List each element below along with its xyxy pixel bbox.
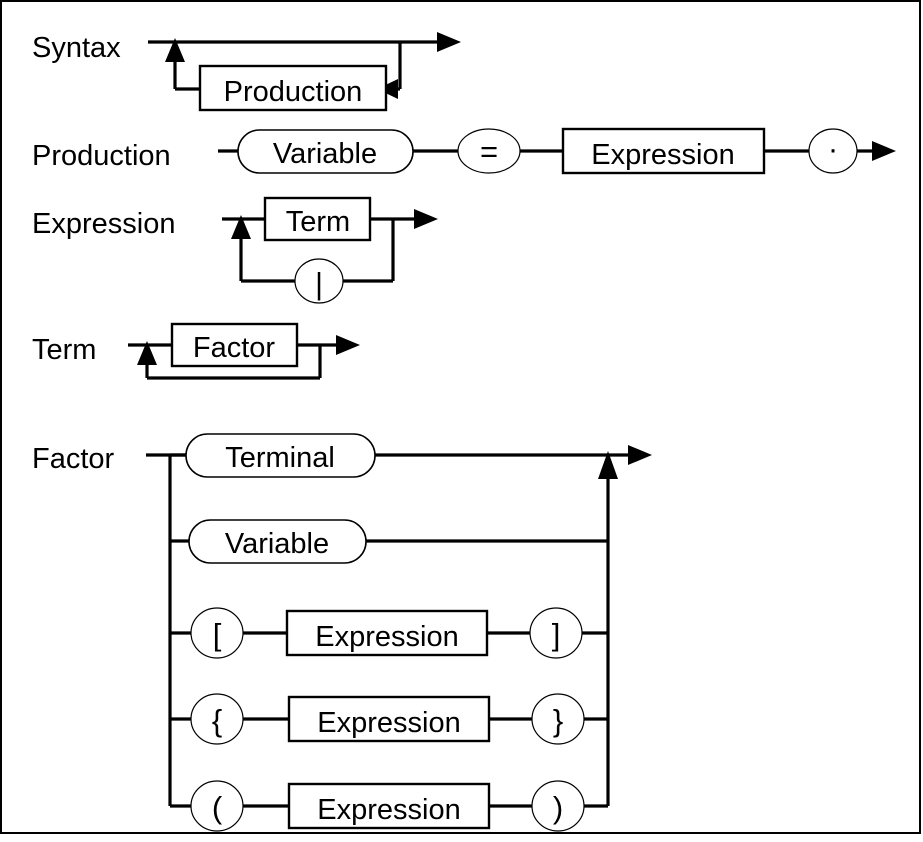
node-expression-bar-label: | bbox=[315, 266, 323, 301]
node-expression-bar-oval[interactable] bbox=[294, 258, 344, 304]
node-term-factor-label: Factor bbox=[193, 332, 276, 364]
node-term-factor-box[interactable] bbox=[170, 322, 299, 368]
factor-alt-variable: Variable bbox=[170, 519, 608, 564]
node-syntax-production-label: Production bbox=[224, 76, 363, 108]
factor-alt-option: [ Expression ] bbox=[170, 607, 608, 659]
expression-exit-arrowhead bbox=[414, 209, 438, 229]
node-factor-rbracket-label: ] bbox=[552, 617, 561, 652]
node-factor-rparen-label: ) bbox=[553, 790, 563, 825]
production-exit-arrowhead bbox=[872, 141, 896, 161]
node-expression-term-box[interactable] bbox=[263, 196, 372, 242]
factor-alt-terminal: Terminal bbox=[170, 433, 608, 478]
rule-factor: Factor Terminal Variable bbox=[32, 433, 652, 832]
rule-label-factor: Factor bbox=[32, 443, 115, 475]
rule-expression: Expression Term | bbox=[32, 196, 438, 304]
node-production-period-label: · bbox=[828, 131, 838, 166]
rule-term: Term Factor bbox=[32, 322, 360, 380]
syntax-loop-arrowhead-up bbox=[165, 38, 185, 62]
node-syntax-production-box[interactable] bbox=[198, 64, 388, 112]
node-production-equals-label: = bbox=[480, 134, 498, 169]
rule-production: Production Variable = Expression · bbox=[32, 127, 896, 175]
node-factor-terminal-label: Terminal bbox=[225, 442, 335, 474]
node-factor-group-expression-box[interactable] bbox=[287, 782, 491, 830]
rule-label-syntax: Syntax bbox=[32, 32, 121, 64]
rule-syntax: Syntax Production bbox=[32, 32, 461, 112]
factor-alt-repetition: { Expression } bbox=[170, 693, 608, 745]
term-exit-arrowhead bbox=[336, 335, 360, 355]
node-factor-lparen-label: ( bbox=[212, 790, 223, 825]
rule-label-expression: Expression bbox=[32, 208, 175, 240]
factor-join-arrowhead bbox=[598, 451, 618, 479]
node-factor-rbrace-label: } bbox=[553, 703, 563, 738]
syntax-loop-arrowhead-left bbox=[377, 79, 398, 99]
node-production-variable-label: Variable bbox=[273, 138, 377, 170]
node-factor-lbrace-label: { bbox=[212, 703, 222, 738]
factor-alt-group: ( Expression ) bbox=[170, 780, 608, 832]
node-expression-term-label: Term bbox=[286, 206, 350, 238]
node-factor-group-expression-label: Expression bbox=[317, 794, 460, 826]
node-production-expression-label: Expression bbox=[591, 139, 734, 171]
node-factor-lbracket-label: [ bbox=[213, 617, 222, 652]
syntax-exit-arrowhead bbox=[437, 32, 461, 52]
node-factor-variable-label: Variable bbox=[225, 528, 329, 560]
expression-merge-arrowhead bbox=[231, 215, 251, 239]
factor-exit-arrowhead bbox=[628, 445, 652, 465]
node-factor-repetition-expression-label: Expression bbox=[317, 707, 460, 739]
rule-label-production: Production bbox=[32, 140, 171, 172]
rule-label-term: Term bbox=[32, 334, 96, 366]
term-merge-arrowhead bbox=[137, 341, 157, 365]
node-factor-option-expression-label: Expression bbox=[315, 621, 458, 653]
node-production-expression-box[interactable] bbox=[561, 127, 766, 175]
